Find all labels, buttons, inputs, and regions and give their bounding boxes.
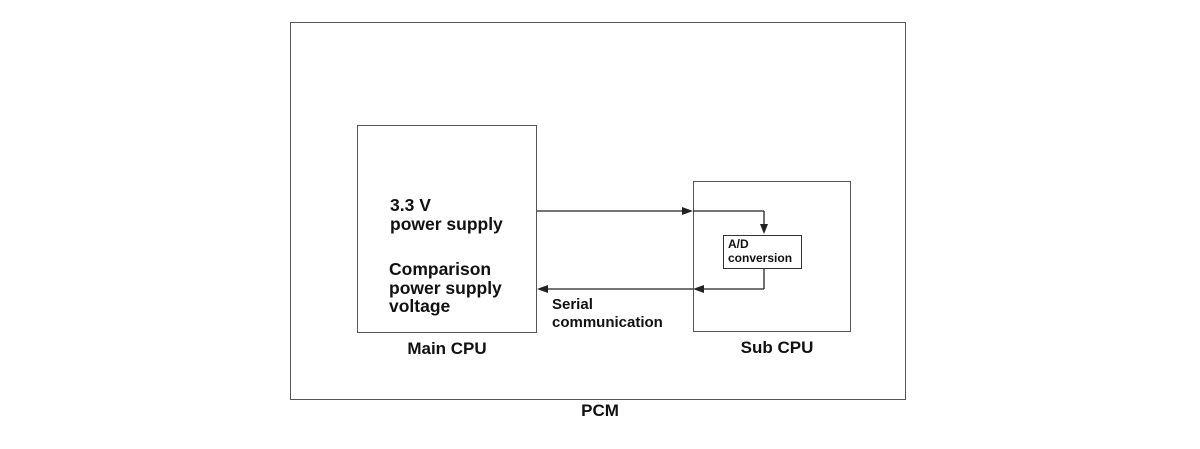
ad-input-arrowhead-icon <box>760 224 768 234</box>
serial-entry-arrowhead-icon <box>693 285 704 293</box>
serial-line-1: Serial <box>552 296 593 313</box>
main-cpu-box <box>357 125 537 333</box>
pcm-label: PCM <box>581 401 619 420</box>
comparison-voltage-text: Comparison power supply voltage <box>389 260 502 316</box>
sub-cpu-label: Sub CPU <box>740 338 814 357</box>
ad-line-2: conversion <box>728 251 793 265</box>
main-cpu-label: Main CPU <box>407 339 487 358</box>
serial-line-2: communication <box>552 313 663 331</box>
supply-arrowhead-icon <box>682 207 693 215</box>
supply-line-1: 3.3 V <box>390 195 431 215</box>
ad-line-1: A/D <box>728 237 749 251</box>
ad-conversion-text: A/D conversion <box>728 237 792 265</box>
ad-conversion-box <box>723 235 802 269</box>
supply-voltage-text: 3.3 V power supply <box>390 196 503 234</box>
supply-line-2: power supply <box>390 214 503 234</box>
comparison-line-1: Comparison <box>389 259 492 279</box>
comparison-line-3: voltage <box>389 296 451 316</box>
serial-communication-text: Serial communication <box>552 296 663 331</box>
comparison-line-2: power supply <box>389 277 502 298</box>
serial-arrowhead-icon <box>537 285 548 293</box>
